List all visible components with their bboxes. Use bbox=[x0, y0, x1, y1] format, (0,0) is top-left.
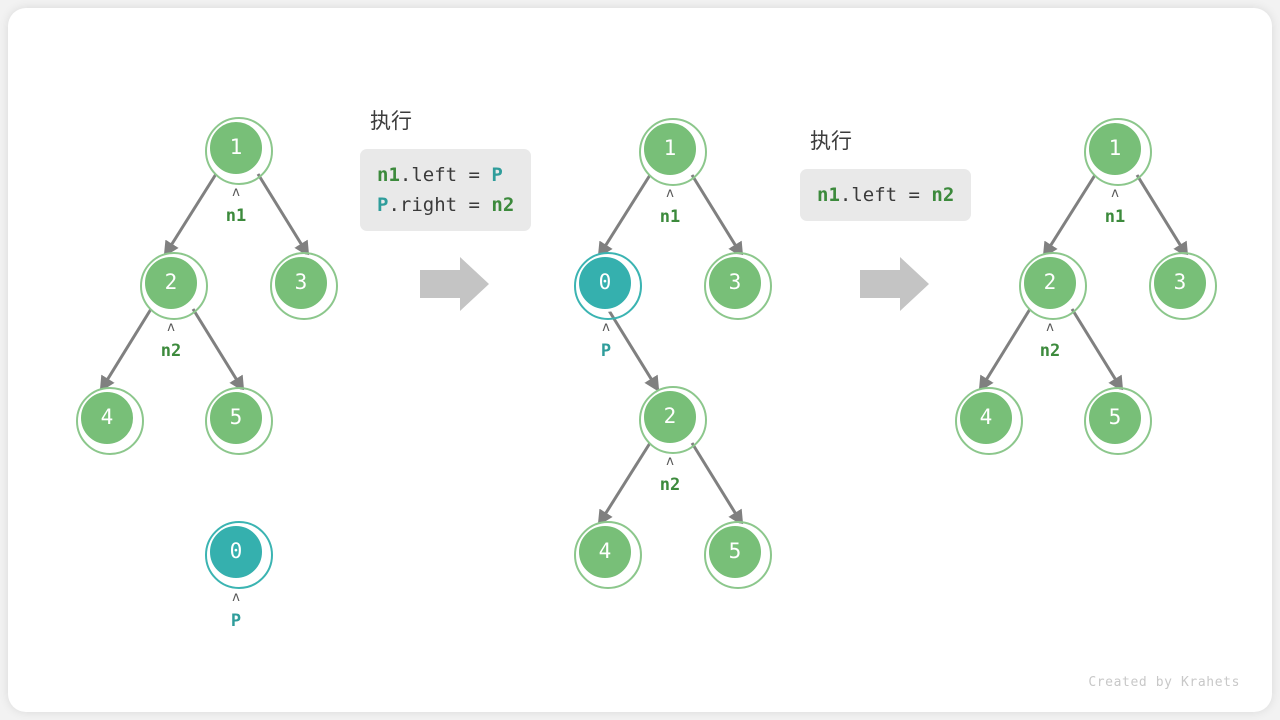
pointer-label: ʌ n1 bbox=[640, 186, 700, 227]
node-ring bbox=[205, 117, 273, 185]
pointer-label: ʌ n2 bbox=[640, 454, 700, 495]
node-value: 4 bbox=[598, 538, 612, 563]
tree-node: 2 bbox=[639, 386, 707, 454]
node-value: 3 bbox=[294, 269, 308, 294]
tree-node: 2 bbox=[140, 252, 208, 320]
tree-node-new: 0 bbox=[574, 252, 642, 320]
tree-node: 4 bbox=[76, 387, 144, 455]
tree-node: 3 bbox=[1149, 252, 1217, 320]
pointer-label: ʌ n1 bbox=[1085, 186, 1145, 227]
node-value: 0 bbox=[229, 538, 243, 563]
caret-icon: ʌ bbox=[666, 454, 674, 469]
caret-icon: ʌ bbox=[167, 320, 175, 335]
node-value: 2 bbox=[164, 269, 178, 294]
node-value: 1 bbox=[229, 134, 243, 159]
caret-icon: ʌ bbox=[232, 185, 240, 200]
code-token-n2: n2 bbox=[931, 184, 955, 206]
code-token-n1: n1 bbox=[377, 164, 400, 186]
pointer-name: n1 bbox=[659, 207, 681, 227]
caret-icon: ʌ bbox=[232, 590, 240, 605]
node-value: 5 bbox=[728, 538, 742, 563]
pointer-name: P bbox=[230, 611, 242, 631]
caret-icon: ʌ bbox=[1046, 320, 1054, 335]
tree-node: 2 bbox=[1019, 252, 1087, 320]
code-token-assign: .right = bbox=[388, 194, 492, 216]
node-value: 4 bbox=[979, 404, 993, 429]
tree-node: 5 bbox=[1084, 387, 1152, 455]
tree-node: 4 bbox=[574, 521, 642, 589]
pointer-name: n1 bbox=[1104, 207, 1126, 227]
tree-node: 5 bbox=[704, 521, 772, 589]
node-value: 0 bbox=[598, 269, 612, 294]
pointer-name: n2 bbox=[160, 341, 182, 361]
tree-node: 3 bbox=[270, 252, 338, 320]
node-value: 4 bbox=[100, 404, 114, 429]
node-ring bbox=[639, 118, 707, 186]
pointer-label: ʌ n2 bbox=[1020, 320, 1080, 361]
node-value: 3 bbox=[728, 269, 742, 294]
code-line: n1.left = n2 bbox=[817, 180, 954, 210]
code-token-n2: n2 bbox=[491, 194, 515, 216]
pointer-label: ʌ P bbox=[206, 590, 266, 631]
code-line: P.right = n2 bbox=[377, 190, 514, 220]
node-ring bbox=[1084, 118, 1152, 186]
code-block-1: n1.left = P P.right = n2 bbox=[360, 149, 532, 231]
code-token-assign: .left = bbox=[399, 164, 492, 186]
pointer-name: n1 bbox=[225, 206, 247, 226]
tree-node: 4 bbox=[955, 387, 1023, 455]
step-arrow-2 bbox=[860, 257, 929, 311]
tree-node: 1 bbox=[639, 118, 707, 186]
node-value: 2 bbox=[663, 403, 677, 428]
node-value: 2 bbox=[1043, 269, 1057, 294]
node-value: 5 bbox=[229, 404, 243, 429]
pointer-name: n2 bbox=[1039, 341, 1061, 361]
exec-label-1: 执行 bbox=[370, 110, 412, 133]
node-ring bbox=[205, 521, 273, 589]
exec-label-2: 执行 bbox=[810, 130, 852, 153]
caret-icon: ʌ bbox=[1111, 186, 1119, 201]
diagram-card: 1 2 3 4 5 0 ʌ n1 ʌ n2 ʌ bbox=[8, 8, 1272, 712]
code-block-2: n1.left = n2 bbox=[800, 169, 972, 221]
code-token-p: P bbox=[377, 194, 389, 216]
node-value: 1 bbox=[663, 135, 677, 160]
tree-node: 1 bbox=[205, 117, 273, 185]
code-token-n1: n1 bbox=[817, 184, 840, 206]
pointer-label: ʌ P bbox=[576, 320, 636, 361]
pointer-name: n2 bbox=[659, 475, 681, 495]
pointer-name: P bbox=[600, 341, 612, 361]
node-value: 1 bbox=[1108, 135, 1122, 160]
tree-node: 1 bbox=[1084, 118, 1152, 186]
code-token-assign: .left = bbox=[839, 184, 932, 206]
code-token-p: P bbox=[491, 164, 503, 186]
caret-icon: ʌ bbox=[666, 186, 674, 201]
pointer-label: ʌ n1 bbox=[206, 185, 266, 226]
node-ring bbox=[639, 386, 707, 454]
pointer-label: ʌ n2 bbox=[141, 320, 201, 361]
tree-node: 3 bbox=[704, 252, 772, 320]
code-line: n1.left = P bbox=[377, 160, 514, 190]
tree-node: 5 bbox=[205, 387, 273, 455]
caret-icon: ʌ bbox=[602, 320, 610, 335]
credit-text: Created by Krahets bbox=[1088, 675, 1240, 690]
tree-node-new: 0 bbox=[205, 521, 273, 589]
node-value: 5 bbox=[1108, 404, 1122, 429]
step-arrow-1 bbox=[420, 257, 489, 311]
node-value: 3 bbox=[1173, 269, 1187, 294]
